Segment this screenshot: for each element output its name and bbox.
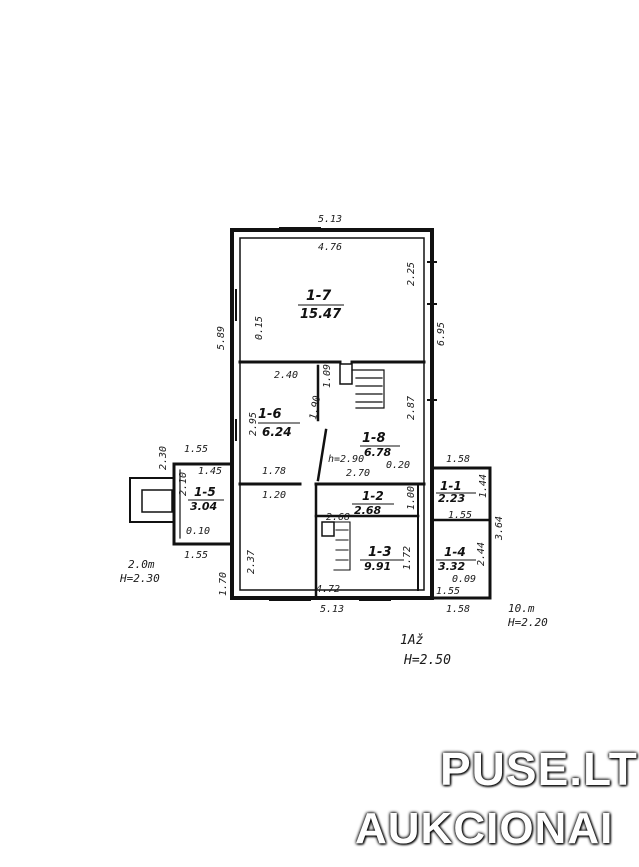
dim-room13-bottom: 4.72 <box>316 584 340 595</box>
main-height-note: H=2.50 <box>403 653 451 668</box>
dim-room12-h: 1.00 <box>406 486 417 510</box>
dim-room17-inner: 0.15 <box>254 316 265 340</box>
porch-steps <box>129 477 175 523</box>
dim-bottom-outer: 5.13 <box>320 604 344 615</box>
dim-left-height: 5.89 <box>216 326 227 350</box>
annex-wall <box>430 466 492 600</box>
dim-room17-right: 2.25 <box>406 262 417 286</box>
dim-room18-h: h=2.90 <box>328 454 364 465</box>
dim-top-outer: 5.13 <box>318 214 342 225</box>
room-17-area: 15.47 <box>300 307 342 322</box>
stair-box-lower <box>321 521 335 537</box>
room-14-id: 1-4 <box>444 545 466 559</box>
room-14-area: 3.32 <box>438 560 465 573</box>
stair-lines <box>351 369 385 409</box>
dim-hall-width: 1.20 <box>262 490 286 501</box>
dim-room11-top: 1.58 <box>446 454 470 465</box>
dim-left-bottom: 1.70 <box>218 572 229 596</box>
annex-height-note: H=2.20 <box>507 616 548 629</box>
dim-diag: 1.90 <box>308 395 323 421</box>
stair-lines-lower <box>333 521 351 571</box>
dim-side-height: 3.64 <box>494 516 505 541</box>
room-18-area: 6.78 <box>364 446 391 459</box>
wall-16-18 <box>316 364 328 482</box>
room-16-area: 6.24 <box>262 425 292 439</box>
porch-steps-inner <box>141 489 173 513</box>
dim-room11-h: 1.44 <box>478 474 489 498</box>
porch-area-note: 2.0m <box>128 558 155 571</box>
dim-porch-top: 1.55 <box>184 444 208 455</box>
annex-area-note: 10.m <box>508 602 535 615</box>
room-12-area: 2.68 <box>354 504 381 517</box>
dim-room14-small: 0.09 <box>452 574 476 585</box>
room-18-id: 1-8 <box>362 431 386 446</box>
dim-room14-h: 2.44 <box>476 542 487 566</box>
dim-porch-bottom-inner: 0.10 <box>186 526 210 537</box>
dim-porch-side: 2.10 <box>178 472 189 496</box>
dim-room16-height: 2.95 <box>248 412 259 436</box>
room-11-area: 2.23 <box>438 492 465 505</box>
dim-porch-bottom: 1.55 <box>184 550 208 561</box>
room-13-id: 1-3 <box>368 545 392 560</box>
dim-room16-width: 2.40 <box>274 370 298 381</box>
dim-stair-width: 1.09 <box>322 364 333 388</box>
dim-room18-offset: 0.20 <box>386 460 410 471</box>
dim-top-inner: 4.76 <box>318 242 342 253</box>
dim-porch-left: 2.30 <box>158 446 169 470</box>
room-12-id: 1-2 <box>362 489 384 503</box>
main-label-note: 1Až <box>400 633 424 648</box>
room-16-id: 1-6 <box>258 407 282 422</box>
dim-room18-width: 2.70 <box>346 468 370 479</box>
dim-room16-bottom: 1.78 <box>262 466 286 477</box>
dim-bottom-right: 1.58 <box>446 604 470 615</box>
dim-room17-right-outer: 6.95 <box>436 322 447 346</box>
room-11-id: 1-1 <box>440 479 462 493</box>
room-13-area: 9.91 <box>364 560 391 573</box>
dim-room14-bottom: 1.55 <box>436 586 460 597</box>
outer-wall-inner-line <box>239 237 425 591</box>
stair-box <box>339 363 353 385</box>
dim-room11-bottom: 1.55 <box>448 510 472 521</box>
dim-room13-right: 1.72 <box>402 546 413 570</box>
room-15-area: 3.04 <box>190 500 217 513</box>
windows <box>231 227 437 601</box>
dim-room18-right: 2.87 <box>406 396 417 420</box>
watermark-line-2: AUKCIONAI <box>355 804 614 853</box>
porch-height-note: H=2.30 <box>119 572 160 585</box>
room-17-id: 1-7 <box>306 288 332 304</box>
room-15-id: 1-5 <box>194 485 216 499</box>
dim-room13-left: 2.37 <box>246 550 257 574</box>
dim-room12-small: 2.68 <box>326 512 350 523</box>
watermark-line-1: PUSE.LT <box>440 743 638 795</box>
dim-porch-inner: 1.45 <box>198 466 222 477</box>
